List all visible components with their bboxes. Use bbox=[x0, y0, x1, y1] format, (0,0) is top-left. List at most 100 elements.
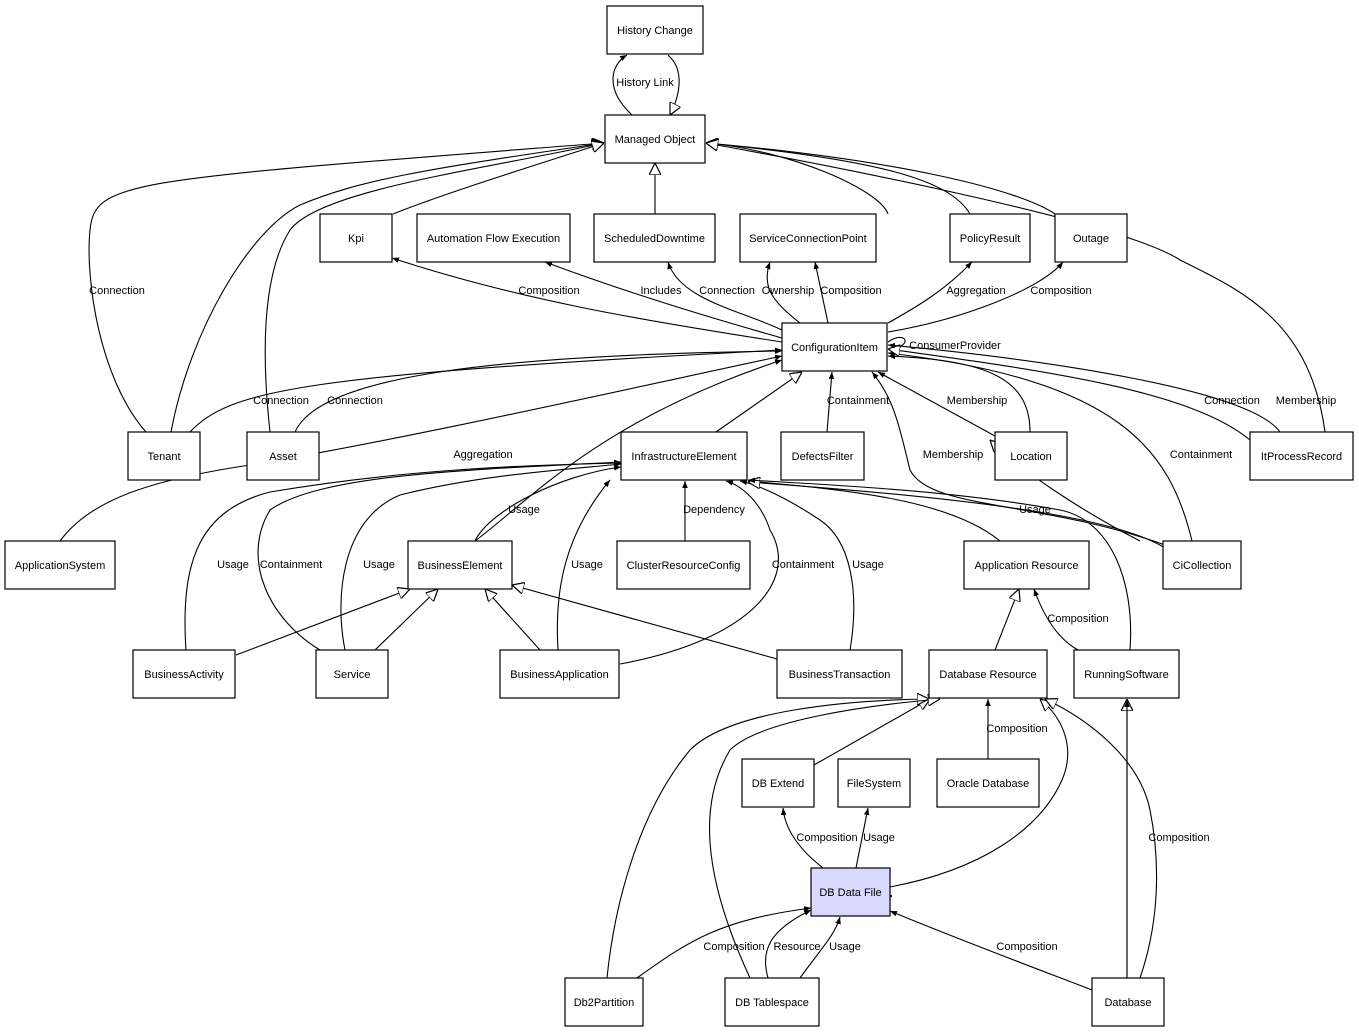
node-box[interactable] bbox=[593, 213, 716, 263]
node-box[interactable] bbox=[949, 213, 1031, 263]
edge-line bbox=[813, 699, 930, 766]
node-defects-filter[interactable]: DefectsFilter bbox=[780, 431, 865, 481]
node-box[interactable] bbox=[606, 5, 704, 55]
node-ci-collection[interactable]: CiCollection bbox=[1162, 540, 1242, 590]
node-box[interactable] bbox=[1162, 540, 1242, 590]
edge-label: Usage bbox=[829, 941, 861, 953]
node-box[interactable] bbox=[1091, 977, 1165, 1027]
node-db-extend[interactable]: DB Extend bbox=[741, 758, 815, 808]
node-automation-flow[interactable]: Automation Flow Execution bbox=[416, 213, 571, 263]
edge-line bbox=[391, 257, 783, 343]
edge-line bbox=[636, 906, 812, 979]
node-box[interactable] bbox=[620, 431, 748, 481]
node-box[interactable] bbox=[776, 649, 903, 699]
node-infrastructure-element[interactable]: InfrastructureElement bbox=[620, 431, 748, 481]
edge-line bbox=[235, 589, 410, 656]
edge-generalization bbox=[474, 359, 783, 542]
node-file-system[interactable]: FileSystem bbox=[837, 758, 911, 808]
node-application-resource[interactable]: Application Resource bbox=[963, 540, 1090, 590]
edge-line bbox=[877, 371, 996, 437]
node-scheduled-downtime[interactable]: ScheduledDowntime bbox=[593, 213, 716, 263]
node-outage[interactable]: Outage bbox=[1054, 213, 1128, 263]
node-box[interactable] bbox=[936, 758, 1040, 808]
edge-line bbox=[887, 261, 973, 324]
edge-containment: Containment bbox=[260, 461, 622, 651]
node-box[interactable] bbox=[837, 758, 911, 808]
node-box[interactable] bbox=[4, 540, 116, 590]
node-box[interactable] bbox=[246, 431, 320, 481]
node-asset[interactable]: Asset bbox=[246, 431, 320, 481]
edge-line bbox=[706, 143, 889, 215]
node-configuration-item[interactable]: ConfigurationItem bbox=[781, 322, 888, 372]
edge-line bbox=[556, 479, 611, 651]
edge-generalization bbox=[708, 699, 940, 979]
edge-label: Composition bbox=[996, 941, 1057, 953]
node-box[interactable] bbox=[132, 649, 236, 699]
node-db2-partition[interactable]: Db2Partition bbox=[564, 977, 644, 1027]
edge-label: Membership bbox=[1276, 395, 1337, 407]
node-business-element[interactable]: BusinessElement bbox=[407, 540, 513, 590]
node-box[interactable] bbox=[1249, 431, 1354, 481]
edge-label: Connection bbox=[253, 395, 309, 407]
edge-generalization bbox=[748, 482, 1166, 549]
node-business-activity[interactable]: BusinessActivity bbox=[132, 649, 236, 699]
node-box[interactable] bbox=[810, 867, 891, 917]
node-box[interactable] bbox=[741, 758, 815, 808]
node-history-change[interactable]: History Change bbox=[606, 5, 704, 55]
node-kpi[interactable]: Kpi bbox=[319, 213, 393, 263]
node-box[interactable] bbox=[781, 322, 888, 372]
node-business-application[interactable]: BusinessApplication bbox=[499, 649, 620, 699]
node-cluster-resource-config[interactable]: ClusterResourceConfig bbox=[616, 540, 751, 590]
edge-label: Usage bbox=[1019, 504, 1051, 516]
edge-resource: Resource bbox=[764, 909, 821, 979]
node-box[interactable] bbox=[994, 431, 1068, 481]
node-db-data-file[interactable]: DB Data File bbox=[810, 867, 891, 917]
node-box[interactable] bbox=[739, 213, 877, 263]
node-tenant[interactable]: Tenant bbox=[127, 431, 201, 481]
node-box[interactable] bbox=[416, 213, 571, 263]
node-box[interactable] bbox=[127, 431, 201, 481]
node-application-system[interactable]: ApplicationSystem bbox=[4, 540, 116, 590]
edge-usage: Usage bbox=[363, 479, 611, 651]
node-box[interactable] bbox=[499, 649, 620, 699]
edge-generalization bbox=[889, 699, 1069, 888]
node-running-software[interactable]: RunningSoftware bbox=[1073, 649, 1180, 699]
node-box[interactable] bbox=[564, 977, 644, 1027]
edge-dependency: Dependency bbox=[184, 460, 745, 651]
edge-label: Composition bbox=[518, 285, 579, 297]
node-database-resource[interactable]: Database Resource bbox=[928, 649, 1048, 699]
node-database[interactable]: Database bbox=[1091, 977, 1165, 1027]
node-box[interactable] bbox=[1054, 213, 1128, 263]
edge-line bbox=[708, 699, 940, 979]
node-oracle-database[interactable]: Oracle Database bbox=[936, 758, 1040, 808]
node-label: Location bbox=[1010, 451, 1052, 463]
node-managed-object[interactable]: Managed Object bbox=[604, 114, 706, 164]
node-label: ConfigurationItem bbox=[791, 342, 878, 354]
node-box[interactable] bbox=[604, 114, 706, 164]
node-label: CiCollection bbox=[1173, 560, 1232, 572]
node-box[interactable] bbox=[928, 649, 1048, 699]
node-box[interactable] bbox=[319, 213, 393, 263]
node-location[interactable]: Location bbox=[994, 431, 1068, 481]
node-label: InfrastructureElement bbox=[631, 451, 736, 463]
node-policy-result[interactable]: PolicyResult bbox=[949, 213, 1031, 263]
node-service[interactable]: Service bbox=[315, 649, 389, 699]
node-box[interactable] bbox=[724, 977, 820, 1027]
edge-generalization bbox=[374, 589, 438, 651]
node-db-tablespace[interactable]: DB Tablespace bbox=[724, 977, 820, 1027]
node-box[interactable] bbox=[407, 540, 513, 590]
edge-generalization bbox=[826, 371, 835, 433]
node-box[interactable] bbox=[963, 540, 1090, 590]
node-service-connection-point[interactable]: ServiceConnectionPoint bbox=[739, 213, 877, 263]
edge-label: Connection bbox=[327, 395, 383, 407]
edge-line bbox=[612, 54, 633, 116]
node-box[interactable] bbox=[1073, 649, 1180, 699]
node-label: ItProcessRecord bbox=[1261, 451, 1342, 463]
node-box[interactable] bbox=[616, 540, 751, 590]
node-business-transaction[interactable]: BusinessTransaction bbox=[776, 649, 903, 699]
node-it-process-record[interactable]: ItProcessRecord bbox=[1249, 431, 1354, 481]
node-box[interactable] bbox=[315, 649, 389, 699]
node-box[interactable] bbox=[780, 431, 865, 481]
node-label: Asset bbox=[269, 451, 297, 463]
